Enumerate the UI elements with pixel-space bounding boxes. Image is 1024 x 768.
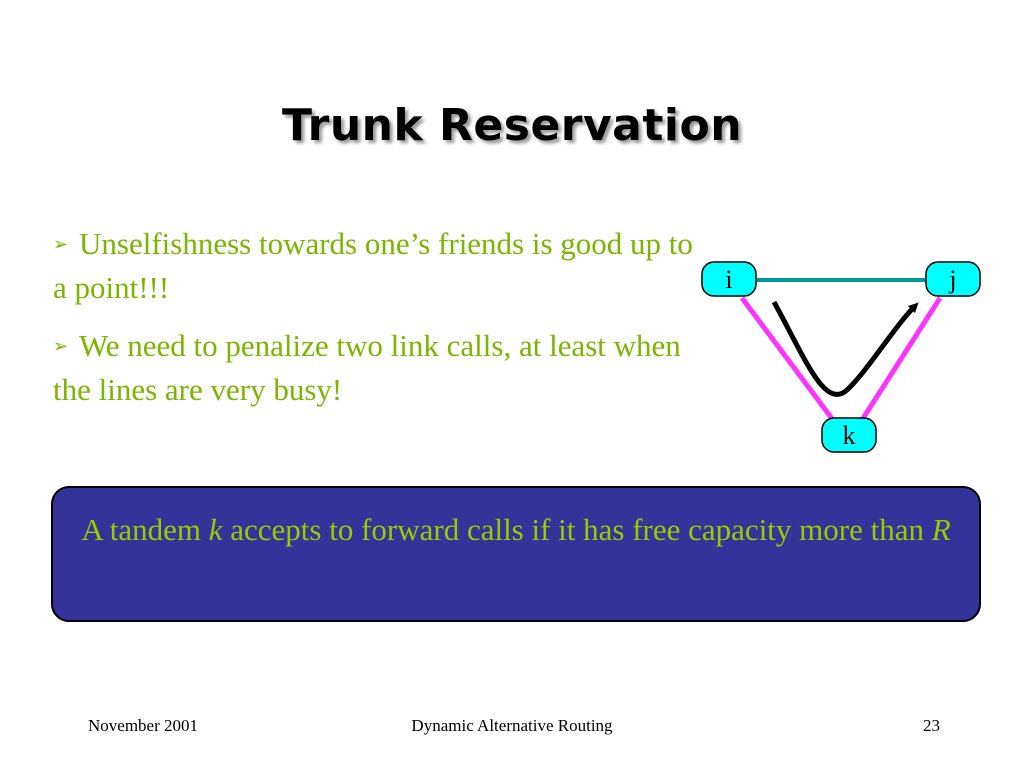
node-k-label: k	[843, 421, 856, 450]
bullet-list: ➢Unselfishness towards one’s friends is …	[53, 222, 693, 426]
node-j: j	[925, 261, 981, 297]
arrow-bullet-icon: ➢	[53, 234, 69, 254]
footer-page-number: 23	[923, 716, 940, 735]
bullet-text: Unselfishness towards one’s friends is g…	[53, 226, 693, 305]
footer-subject: Dynamic Alternative Routing	[411, 716, 613, 735]
footer-date: November 2001	[88, 716, 199, 735]
link-k-j	[859, 296, 943, 422]
link-i-k	[739, 296, 836, 422]
arrow-bullet-icon: ➢	[53, 336, 69, 356]
slide-title: Trunk Reservation	[281, 100, 743, 151]
node-i-label: i	[725, 265, 732, 294]
network-diagram: i j k	[701, 261, 981, 453]
tandem-rule-callout: A tandem k accepts to forward calls if i…	[51, 486, 981, 622]
callout-text-part1: A tandem	[81, 512, 209, 547]
callout-variable-k: k	[208, 512, 223, 547]
alternative-route-arrow	[771, 300, 919, 397]
callout-variable-r: R	[931, 512, 951, 547]
node-k: k	[821, 417, 877, 453]
bullet-text: We need to penalize two link calls, at l…	[53, 328, 681, 407]
node-j-label: j	[948, 265, 956, 294]
node-i: i	[701, 261, 757, 297]
bullet-item: ➢Unselfishness towards one’s friends is …	[53, 222, 693, 310]
callout-text-part2: accepts to forward calls if it has free …	[222, 512, 932, 547]
bullet-item: ➢We need to penalize two link calls, at …	[53, 324, 693, 412]
